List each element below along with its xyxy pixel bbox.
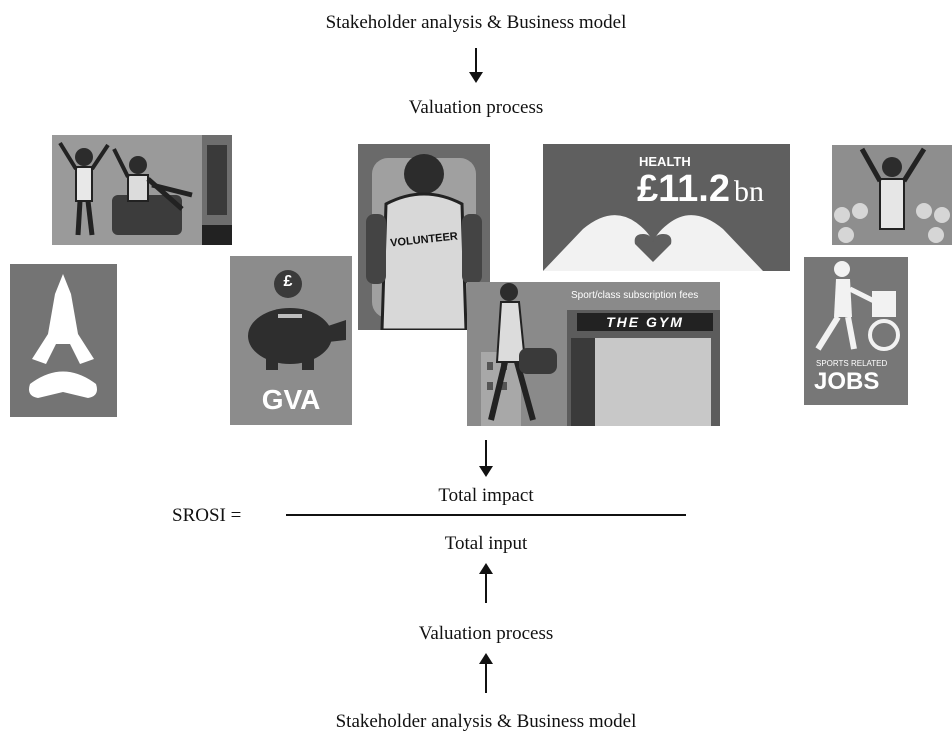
volunteer-panel: VOLUNTEER <box>358 144 490 330</box>
fraction-bar <box>286 514 686 516</box>
meditation-icon <box>29 274 97 398</box>
arrow-down-icon <box>469 48 483 83</box>
jobs-line1: SPORTS RELATED <box>816 359 888 368</box>
piggy-symbol: £ <box>283 273 293 290</box>
health-amount-value: £11.2 <box>637 168 730 210</box>
bottom-title: Stakeholder analysis & Business model <box>335 711 637 732</box>
crowd-panel <box>832 145 952 245</box>
gym-caption: Sport/class subscription fees <box>571 290 699 301</box>
formula-denominator: Total input <box>444 533 528 554</box>
health-amount-unit: bn <box>734 175 764 208</box>
heart-hands-icon <box>543 215 763 271</box>
jobs-line2: JOBS <box>814 368 880 395</box>
formula-lhs: SROSI = <box>172 505 242 526</box>
meditation-panel <box>10 264 117 417</box>
arrow-up-icon <box>479 563 493 603</box>
arrow-down-icon <box>479 440 493 477</box>
bottom-valuation-label: Valuation process <box>418 623 554 644</box>
gym-panel: Sport/class subscription fees THE GYM <box>467 282 720 426</box>
health-heading: HEALTH <box>639 154 691 169</box>
wheelchair-icon <box>815 261 900 351</box>
tv-fans-panel <box>52 135 232 245</box>
gva-label: GVA <box>261 384 321 415</box>
arrow-up-icon <box>479 653 493 693</box>
top-title: Stakeholder analysis & Business model <box>325 12 627 33</box>
formula-numerator: Total impact <box>438 485 534 506</box>
gym-goer-icon <box>481 283 720 426</box>
jobs-panel: SPORTS RELATED JOBS <box>804 257 908 405</box>
top-valuation-label: Valuation process <box>408 97 544 118</box>
cheering-spectator-icon <box>834 147 950 243</box>
gva-panel: £ GVA <box>230 256 352 425</box>
piggy-bank-icon <box>248 270 346 370</box>
gym-sign: THE GYM <box>577 313 713 331</box>
